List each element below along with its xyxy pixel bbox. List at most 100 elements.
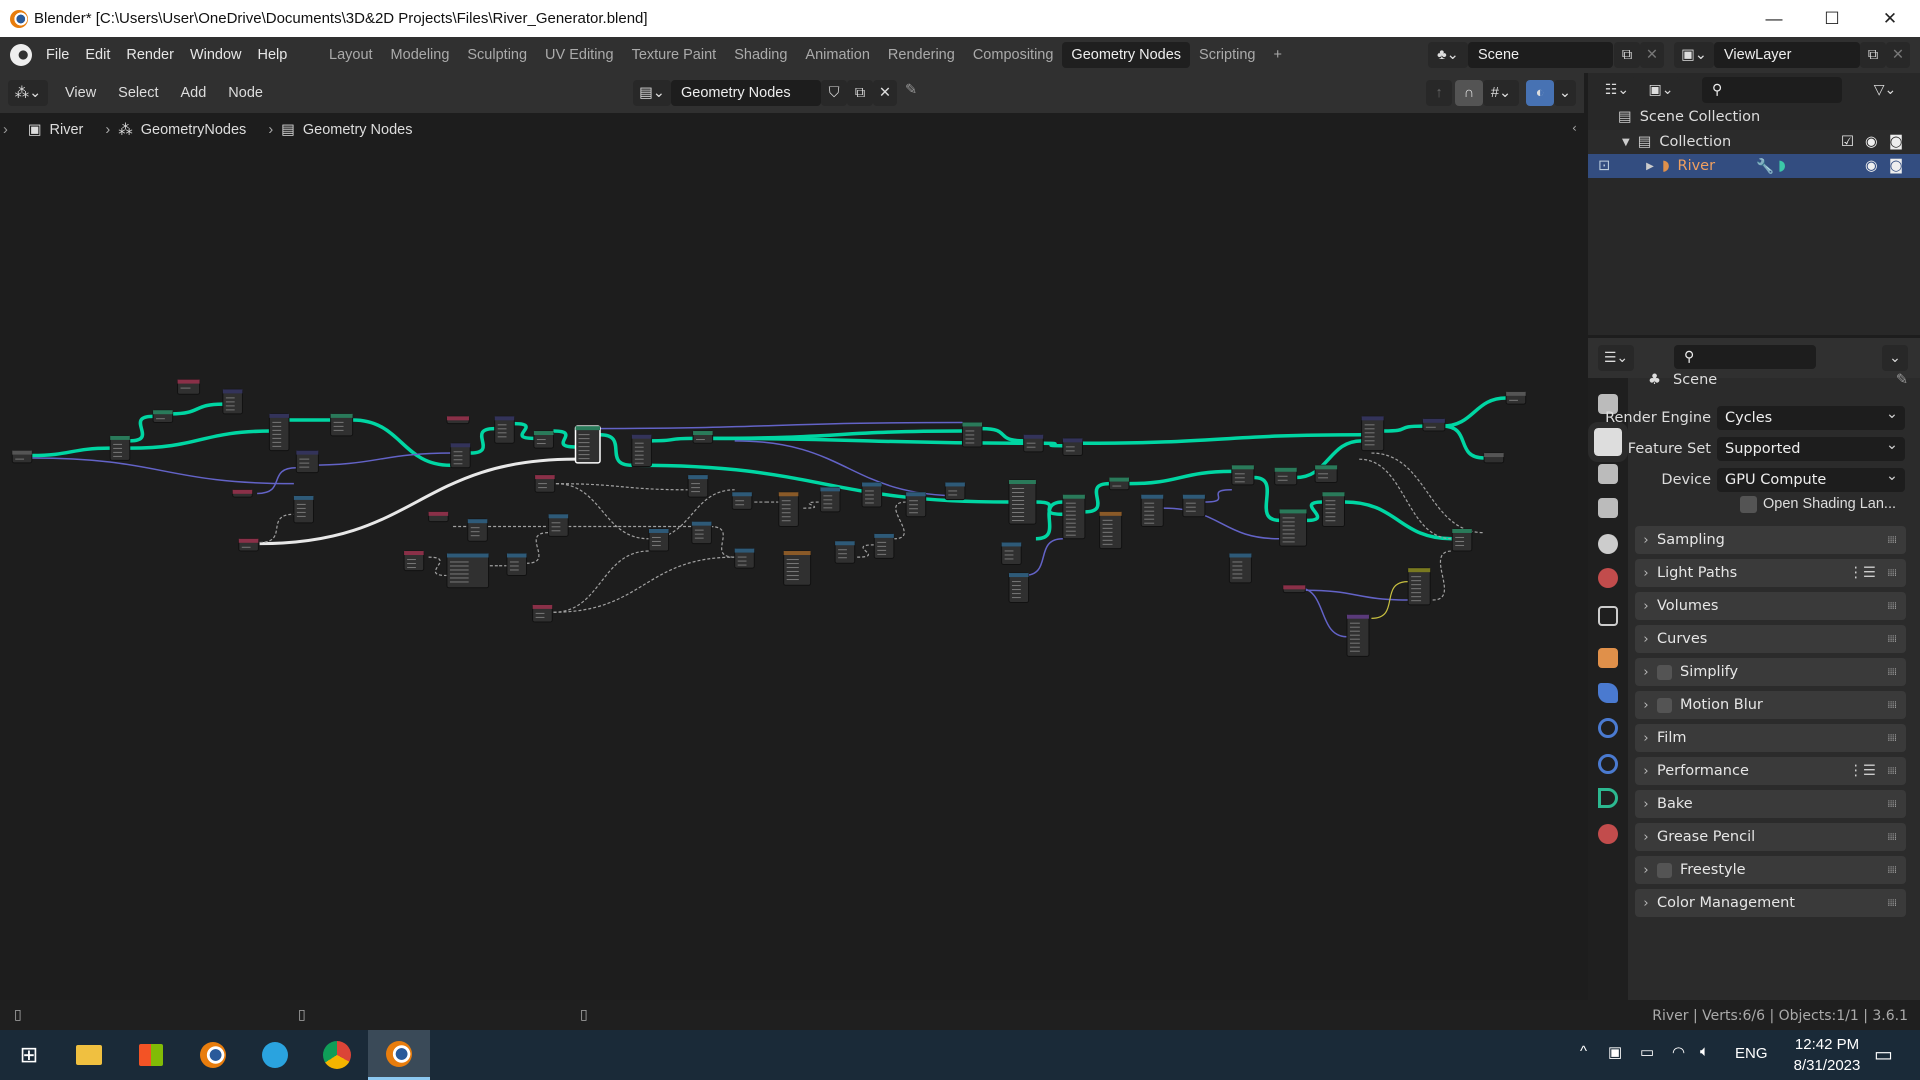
panel-performance[interactable]: ›Performance⋮☰⁞⁞⁞⁞	[1635, 757, 1906, 785]
blender-active-taskbar-button[interactable]	[368, 1030, 430, 1080]
properties-search-input[interactable]: ⚲	[1674, 345, 1816, 369]
node[interactable]	[861, 481, 883, 508]
checkbox-icon[interactable]: ☑	[1841, 134, 1854, 150]
drag-handle-icon[interactable]: ⁞⁞⁞⁞	[1887, 831, 1897, 843]
curve-data-tab-icon[interactable]	[1598, 788, 1618, 808]
drag-handle-icon[interactable]: ⁞⁞⁞⁞	[1887, 600, 1897, 612]
node[interactable]	[1099, 511, 1123, 550]
fake-user-button[interactable]: ⛉	[821, 80, 847, 106]
node[interactable]	[1505, 391, 1527, 405]
view-layer-name-field[interactable]: ViewLayer	[1714, 42, 1860, 68]
scene-name-field[interactable]: Scene	[1468, 42, 1613, 68]
panel-color-management[interactable]: ›Color Management⁞⁞⁞⁞	[1635, 889, 1906, 917]
node[interactable]	[222, 388, 243, 415]
node[interactable]	[293, 495, 314, 524]
render-tab-icon[interactable]	[1588, 422, 1628, 462]
network-status-icon[interactable]: ▣	[1608, 1044, 1623, 1061]
node[interactable]	[1422, 418, 1446, 432]
workspace-tab-geometry-nodes[interactable]: Geometry Nodes	[1062, 42, 1191, 68]
curve-data-icon[interactable]: ◗	[1778, 158, 1786, 174]
node[interactable]	[1001, 541, 1022, 565]
node[interactable]	[295, 450, 319, 474]
add-workspace-button[interactable]: +	[1273, 47, 1282, 63]
volume-icon[interactable]: 🔈︎	[1700, 1043, 1710, 1060]
panel-enable-checkbox[interactable]	[1657, 697, 1672, 713]
menu-edit[interactable]: Edit	[85, 47, 111, 63]
node[interactable]	[734, 548, 755, 569]
presets-icon[interactable]: ⋮☰	[1848, 763, 1877, 779]
node[interactable]	[330, 413, 354, 437]
drag-handle-icon[interactable]: ⁞⁞⁞⁞	[1887, 567, 1897, 579]
notifications-icon[interactable]: ▭	[1874, 1044, 1893, 1066]
node[interactable]	[778, 491, 799, 528]
pin-icon[interactable]: ✎	[1895, 372, 1908, 388]
workspace-tab-rendering[interactable]: Rendering	[887, 47, 955, 63]
panel-enable-checkbox[interactable]	[1657, 862, 1672, 878]
delete-view-layer-button[interactable]: ✕	[1886, 42, 1910, 68]
panel-bake[interactable]: ›Bake⁞⁞⁞⁞	[1635, 790, 1906, 818]
menu-view[interactable]: View	[65, 85, 97, 101]
node[interactable]	[152, 409, 174, 423]
osl-checkbox[interactable]	[1740, 495, 1757, 513]
drag-handle-icon[interactable]: ⁞⁞⁞⁞	[1887, 666, 1897, 678]
outliner-row-river[interactable]: ⊡ ▶ ◗ River 🔧 ◗ ◉ ◙	[1588, 154, 1920, 178]
object-tab-icon[interactable]	[1598, 648, 1618, 668]
workspace-tab-sculpting[interactable]: Sculpting	[467, 47, 528, 63]
drag-handle-icon[interactable]: ⁞⁞⁞⁞	[1887, 864, 1897, 876]
menu-add[interactable]: Add	[180, 85, 207, 101]
overlays-dropdown[interactable]: ⌄	[1554, 80, 1576, 106]
panel-sampling[interactable]: ›Sampling⁞⁞⁞⁞	[1635, 526, 1906, 554]
drag-handle-icon[interactable]: ⁞⁞⁞⁞	[1887, 897, 1897, 909]
panel-freestyle[interactable]: ›Freestyle⁞⁞⁞⁞	[1635, 856, 1906, 884]
pin-icon[interactable]: ✎	[905, 82, 918, 98]
osl-checkbox-row[interactable]: Open Shading Lan...	[1740, 492, 1896, 516]
physics-tab-icon[interactable]	[1598, 718, 1618, 738]
eye-icon[interactable]: ◉	[1865, 158, 1878, 174]
node[interactable]	[238, 538, 259, 552]
chrome-button[interactable]	[306, 1030, 368, 1080]
world-tab-icon[interactable]	[1598, 568, 1618, 588]
panel-volumes[interactable]: ›Volumes⁞⁞⁞⁞	[1635, 592, 1906, 620]
presets-icon[interactable]: ⋮☰	[1848, 565, 1877, 581]
tool-tab-icon[interactable]	[1598, 394, 1618, 414]
node[interactable]	[873, 533, 895, 559]
node[interactable]	[834, 540, 856, 564]
node[interactable]	[1279, 508, 1308, 547]
node[interactable]	[446, 415, 470, 425]
outliner-row-scene-collection[interactable]: ▤ Scene Collection	[1588, 105, 1920, 129]
expand-arrow-icon[interactable]: ▼	[1622, 136, 1630, 148]
panel-curves[interactable]: ›Curves⁞⁞⁞⁞	[1635, 625, 1906, 653]
node[interactable]	[177, 379, 201, 395]
node[interactable]	[1483, 452, 1505, 464]
telegram-button[interactable]	[244, 1030, 306, 1080]
node[interactable]	[648, 528, 670, 552]
properties-editor-type-button[interactable]: ☰⌄	[1598, 345, 1634, 371]
menu-help[interactable]: Help	[257, 47, 288, 63]
menu-node[interactable]: Node	[228, 85, 263, 101]
node-tree-browse-button[interactable]: ▤⌄	[633, 80, 671, 106]
workspace-tab-scripting[interactable]: Scripting	[1199, 47, 1256, 63]
node[interactable]	[1407, 567, 1431, 606]
battery-icon[interactable]: ▭	[1640, 1044, 1655, 1061]
outliner-filter-button[interactable]: ▽⌄	[1866, 77, 1904, 103]
view-layer-selector-button[interactable]: ▣⌄	[1674, 42, 1714, 68]
panel-grease-pencil[interactable]: ›Grease Pencil⁞⁞⁞⁞	[1635, 823, 1906, 851]
close-button[interactable]: ✕	[1882, 8, 1898, 28]
blender-menu-icon[interactable]	[10, 44, 32, 66]
node[interactable]	[446, 552, 490, 589]
menu-window[interactable]: Window	[189, 47, 242, 63]
node[interactable]	[1361, 415, 1385, 452]
collection-tab-icon[interactable]	[1598, 606, 1618, 626]
delete-scene-button[interactable]: ✕	[1640, 42, 1664, 68]
device-dropdown[interactable]: GPU Compute	[1717, 468, 1905, 492]
node[interactable]	[731, 491, 753, 510]
workspace-tab-uv-editing[interactable]: UV Editing	[545, 47, 614, 63]
node[interactable]	[1321, 491, 1345, 528]
drag-handle-icon[interactable]: ⁞⁞⁞⁞	[1887, 633, 1897, 645]
node[interactable]	[1008, 479, 1037, 525]
node-graph[interactable]	[0, 113, 1580, 1000]
workspace-tab-modeling[interactable]: Modeling	[390, 47, 450, 63]
node[interactable]	[1062, 437, 1083, 457]
node-tree-name-field[interactable]: Geometry Nodes	[671, 80, 821, 106]
workspace-tab-shading[interactable]: Shading	[734, 47, 788, 63]
